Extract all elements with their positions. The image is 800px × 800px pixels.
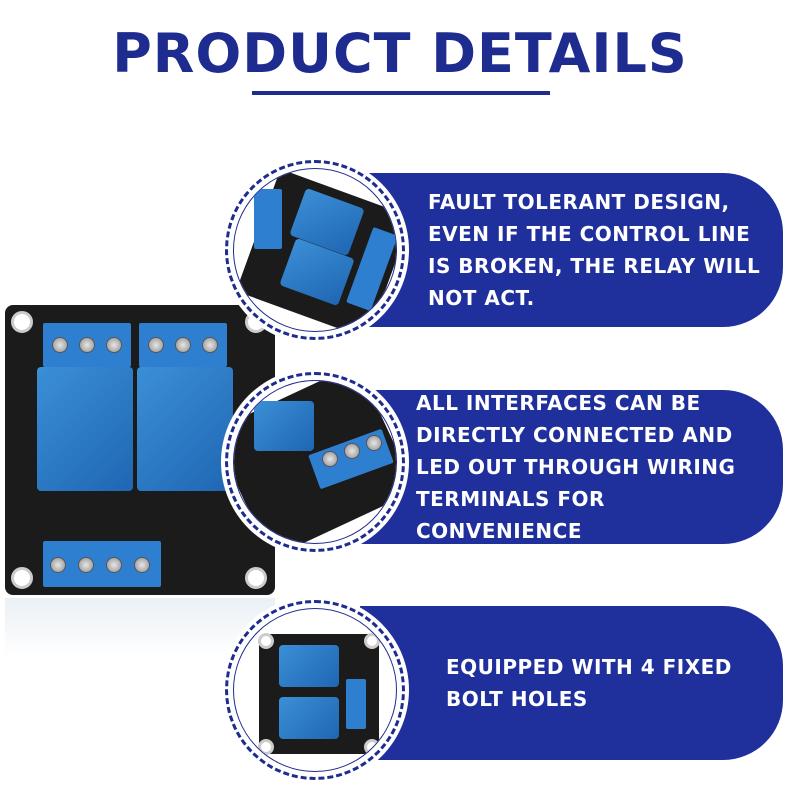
feature-text-3: EQUIPPED WITH 4 FIXED BOLT HOLES (446, 655, 732, 711)
feature-banner-1: FAULT TOLERANT DESIGN, EVEN IF THE CONTR… (360, 173, 783, 327)
feature-image-3 (225, 600, 405, 780)
feature-banner-2: ALL INTERFACES CAN BE DIRECTLY CONNECTED… (360, 390, 783, 544)
feature-image-2 (225, 372, 405, 552)
board-reflection (5, 598, 275, 658)
feature-banner-3: EQUIPPED WITH 4 FIXED BOLT HOLES (360, 606, 783, 760)
feature-text-1: FAULT TOLERANT DESIGN, EVEN IF THE CONTR… (428, 190, 761, 310)
page-title: PRODUCT DETAILS (112, 22, 688, 85)
feature-text-2: ALL INTERFACES CAN BE DIRECTLY CONNECTED… (416, 391, 736, 543)
feature-image-1 (225, 160, 405, 340)
title-underline (252, 91, 550, 95)
